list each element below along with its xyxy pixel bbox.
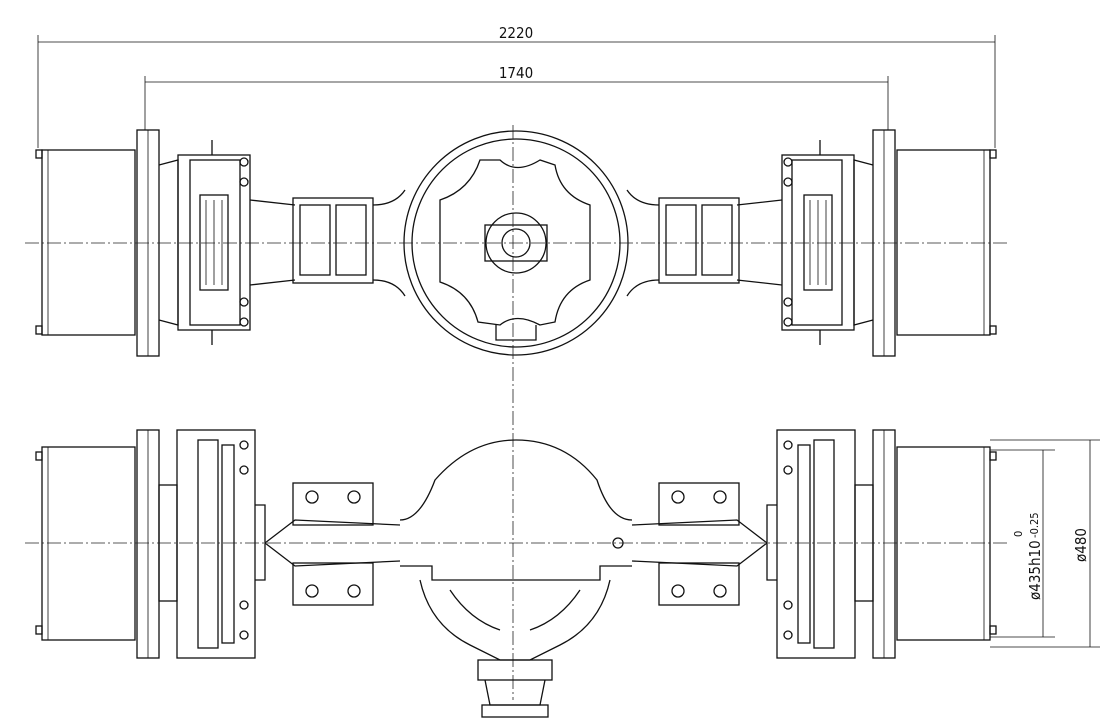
overall-width-label: 2220 xyxy=(499,24,533,42)
top-view xyxy=(25,125,1010,700)
upper-tolerance-label: 0 xyxy=(1012,531,1025,537)
lower-tolerance-label: -0.25 xyxy=(1028,512,1041,538)
drum-fit-diameter-label: ø435h10 xyxy=(1026,540,1044,600)
drum-outer-diameter-label: ø480 xyxy=(1072,528,1090,562)
bottom-view xyxy=(25,429,1010,718)
track-width-label: 1740 xyxy=(499,64,533,82)
dimension-480: ø480 xyxy=(990,439,1100,648)
dimension-1740: 1740 xyxy=(144,64,889,130)
dimension-435: ø435h10 0 -0.25 xyxy=(990,449,1055,638)
dimension-2220: 2220 xyxy=(37,24,996,148)
